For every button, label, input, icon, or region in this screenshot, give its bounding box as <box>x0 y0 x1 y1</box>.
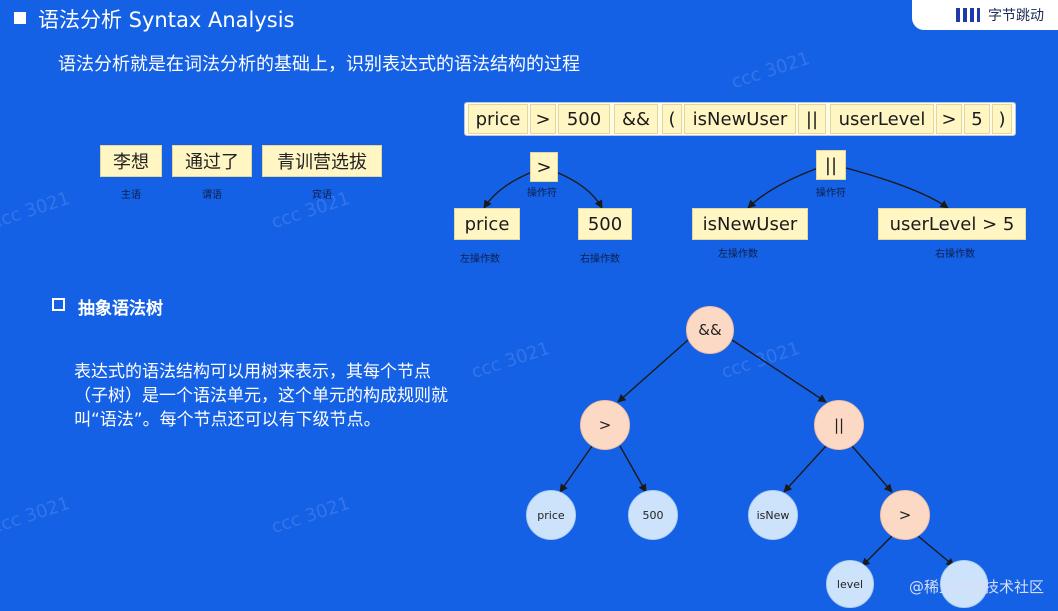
ast-node-gt2: > <box>880 490 930 540</box>
sentence-word: 李想 <box>100 145 162 177</box>
token: ( <box>662 104 682 134</box>
mini-tree-operator: > <box>530 152 558 182</box>
ast-node-500: 500 <box>628 490 678 540</box>
mini-tree-operator: || <box>816 150 846 180</box>
right-operand-label: 右操作数 <box>935 249 975 260</box>
operator-label: 操作符 <box>816 188 846 199</box>
sentence-word: 青训营选拔 <box>262 145 382 177</box>
intro-text: 语法分析就是在词法分析的基础上，识别表达式的语法结构的过程 <box>58 54 580 75</box>
mini-tree-left-operand: price <box>454 208 520 240</box>
sentence-word: 通过了 <box>172 145 252 177</box>
mini-tree-right-operand: 500 <box>578 208 632 240</box>
ast-node-gt: > <box>580 400 630 450</box>
slide-title: 语法分析 Syntax Analysis <box>38 8 295 32</box>
right-operand-label: 右操作数 <box>580 254 620 265</box>
token: userLevel <box>830 104 934 134</box>
token: ) <box>992 104 1012 134</box>
word-role-label: 主语 <box>121 190 141 201</box>
mini-tree-left-operand: isNewUser <box>692 208 808 240</box>
site-watermark: @稀土掘金技术社区 <box>908 578 1044 596</box>
ast-node-partial <box>940 560 988 608</box>
operator-label: 操作符 <box>527 188 557 199</box>
ast-node-and: && <box>686 306 734 354</box>
left-operand-label: 左操作数 <box>460 254 500 265</box>
ast-node-level: level <box>826 560 874 608</box>
title-bullet <box>14 12 26 24</box>
word-role-label: 宾语 <box>312 190 332 201</box>
ast-node-isnew: isNew <box>748 490 798 540</box>
section-title: 抽象语法树 <box>78 299 163 319</box>
paragraph-line: 叫“语法”。每个节点还可以有下级节点。 <box>74 410 381 430</box>
token: 500 <box>558 104 610 134</box>
token: isNewUser <box>684 104 796 134</box>
token: && <box>614 104 658 134</box>
ast-node-price: price <box>526 490 576 540</box>
logo-text: 字节跳动 <box>988 8 1044 24</box>
token: price <box>468 104 528 134</box>
left-operand-label: 左操作数 <box>718 249 758 260</box>
bytedance-logo-icon <box>956 8 980 22</box>
word-role-label: 谓语 <box>202 190 222 201</box>
token: || <box>798 104 826 134</box>
logo-card: 字节跳动 <box>912 0 1058 30</box>
mini-tree-right-operand: userLevel > 5 <box>878 208 1026 240</box>
paragraph-line: 表达式的语法结构可以用树来表示，其每个节点 <box>74 362 431 382</box>
token: > <box>530 104 556 134</box>
token: 5 <box>964 104 990 134</box>
paragraph-line: （子树）是一个语法单元，这个单元的构成规则就 <box>74 386 448 406</box>
section-paragraph: 表达式的语法结构可以用树来表示，其每个节点 （子树）是一个语法单元，这个单元的构… <box>74 360 524 432</box>
section-bullet <box>52 298 65 311</box>
token: > <box>936 104 962 134</box>
ast-node-or: || <box>814 400 864 450</box>
